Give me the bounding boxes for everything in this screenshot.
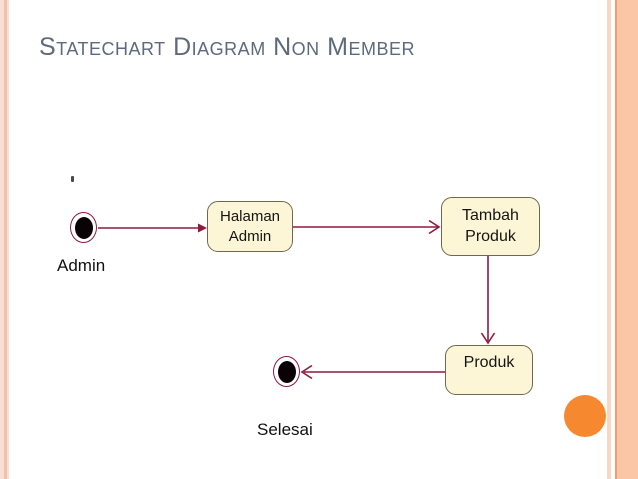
slide-title: Statechart Diagram Non Member xyxy=(39,33,415,61)
arrowhead-tambah-to-produk xyxy=(480,332,496,345)
accent-circle-decoration xyxy=(564,395,606,437)
state-halaman-admin-line2: Admin xyxy=(228,228,272,245)
arrowhead-produk-to-final xyxy=(300,364,313,380)
left-accent-border xyxy=(0,0,9,479)
state-tambah-produk-line2: Produk xyxy=(465,228,516,245)
initial-state-core xyxy=(74,216,93,239)
final-state-label: Selesai xyxy=(257,420,313,439)
final-state-core xyxy=(277,360,296,383)
state-produk: Produk xyxy=(445,345,533,395)
state-halaman-admin: Halaman Admin xyxy=(207,201,293,252)
state-tambah-produk-line1: Tambah xyxy=(462,207,519,224)
state-produk-line1: Produk xyxy=(463,354,515,371)
initial-state-label: Admin xyxy=(57,256,106,275)
state-halaman-admin-line1: Halaman xyxy=(219,208,281,225)
initial-state-icon xyxy=(70,212,97,243)
right-accent-border xyxy=(607,0,638,479)
final-state-icon xyxy=(273,356,300,387)
stray-dot-mark xyxy=(71,176,74,182)
arrowhead-initial-to-halaman xyxy=(198,223,207,233)
arrowhead-halaman-to-tambah xyxy=(428,219,441,235)
state-tambah-produk: Tambah Produk xyxy=(441,197,540,256)
